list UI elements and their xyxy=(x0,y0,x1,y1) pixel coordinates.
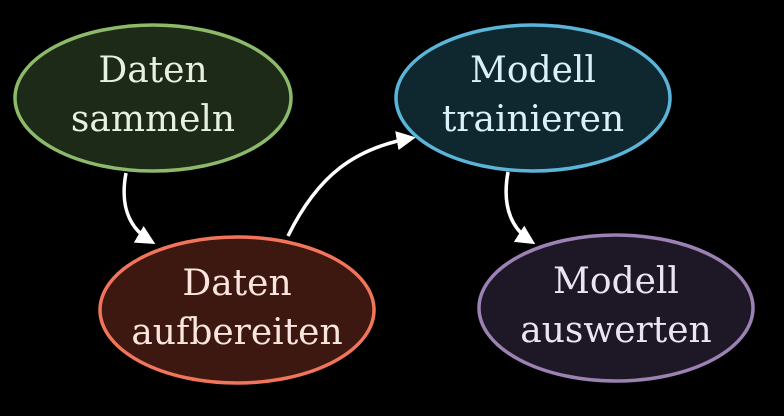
node-evaluate-label-line-2: auswerten xyxy=(520,310,711,351)
node-collect-label-line-1: Daten xyxy=(98,50,207,91)
node-collect-label-line-2: sammeln xyxy=(71,99,235,140)
node-train: Modell trainieren xyxy=(394,23,672,173)
node-evaluate-shape xyxy=(477,233,755,383)
node-train-label-line-2: trainieren xyxy=(442,99,624,140)
edges-group xyxy=(122,131,536,245)
node-prepare-shape xyxy=(98,235,376,385)
node-prepare-label-line-2: aufbereiten xyxy=(131,312,342,353)
node-train-label-line-1: Modell xyxy=(470,50,596,91)
edge-collect-to-prepare xyxy=(122,172,156,244)
node-collect: Daten sammeln xyxy=(13,23,293,173)
edge-prepare-to-train xyxy=(286,131,416,237)
node-evaluate: Modell auswerten xyxy=(477,233,755,383)
node-prepare: Daten aufbereiten xyxy=(98,235,376,385)
edge-train-to-evaluate xyxy=(504,171,536,245)
node-evaluate-label-line-1: Modell xyxy=(553,261,679,302)
node-collect-shape xyxy=(13,23,293,173)
node-train-shape xyxy=(394,23,672,173)
node-prepare-label-line-1: Daten xyxy=(182,263,291,304)
